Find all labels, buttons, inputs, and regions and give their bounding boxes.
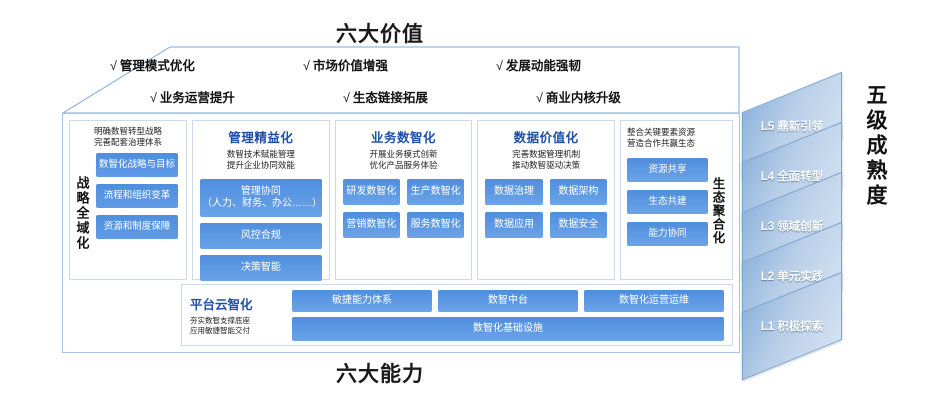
top-title: 六大价值 [336,23,424,46]
chip-strategy-goal[interactable]: 数智化战略与目标 [96,153,178,177]
panel-data: 数据价值化 完善数据管理机制 推动数智驱动决策 数据治理 数据架构 数据应用 数… [477,120,616,280]
panel-management: 管理精益化 数智技术赋能管理 提升企业协同效能 管理协同（人力、财务、办公……）… [192,120,330,281]
chip-digital-ops[interactable]: 数智化运营运维 [584,289,724,312]
ecosystem-vertical-label: 生态聚合化 [710,177,725,245]
ecosystem-heading-line1: 整合关键要素资源 [627,127,696,137]
value-item: √生态链接拓展 [343,87,536,106]
value-label: 业务运营提升 [159,91,235,105]
column-title: 业务数智化 [371,131,437,145]
column-title: 数据价值化 [513,131,579,145]
data-chip-grid: 数据治理 数据架构 数据应用 数据安全 [485,179,608,238]
platform-subtitle-line1: 夯实数智支撑底座 [190,316,250,325]
maturity-level-l1-label: L1 积极探索 [760,321,824,333]
panel-ecosystem: 整合关键要素资源 营造合作共赢生态 资源共享 生态共建 能力协同 生态聚合化 [620,120,734,280]
chip-data-security[interactable]: 数据安全 [549,212,608,238]
platform-subtitle: 夯实数智支撑底座 应用敏捷智能交付 [190,316,292,336]
chip-decision-intelligence[interactable]: 决策智能 [200,255,322,281]
ecosystem-chip-list: 资源共享 生态共建 能力协同 [627,158,709,246]
value-item: √商业内核升级 [536,87,621,106]
column-title: 管理精益化 [228,131,294,145]
platform-chip-row: 敏捷能力体系 数智中台 数智化运营运维 [292,289,724,312]
maturity-ladder: L5 鼎新引领 L4 全面转型 L3 领域创新 L2 单元实践 L1 积极探索 [742,71,860,381]
value-label: 生态链接拓展 [352,91,428,105]
column-subtitle-line2: 提升企业协同效能 [226,160,295,170]
strategy-heading: 明确数智转型战略 完善配套治理体系 [74,126,182,148]
ecosystem-content: 整合关键要素资源 营造合作共赢生态 资源共享 生态共建 能力协同 [627,127,709,273]
chip-capability-synergy[interactable]: 能力协同 [627,222,709,246]
value-label: 发展动能强韧 [505,59,581,73]
chip-marketing-digital[interactable]: 营销数智化 [342,212,400,238]
column-subtitle-line2: 优化产品服务体验 [369,160,438,170]
check-icon: √ [150,91,157,105]
value-item: √发展动能强韧 [496,55,581,74]
chip-data-governance[interactable]: 数据治理 [485,179,543,205]
chip-data-application[interactable]: 数据应用 [485,212,543,238]
values-row-2: √业务运营提升 √生态链接拓展 √商业内核升级 [0,87,926,106]
ecosystem-heading-line2: 营造合作共赢生态 [627,138,696,148]
ecosystem-heading: 整合关键要素资源 营造合作共赢生态 [627,127,708,149]
management-chip-list: 管理协同（人力、财务、办公……） 风控合规 决策智能 [200,179,322,281]
value-item: √管理模式优化 [110,55,303,74]
panel-platform: 平台云智化 夯实数智支撑底座 应用敏捷智能交付 敏捷能力体系 数智中台 数智化运… [181,284,733,346]
chip-service-digital[interactable]: 服务数智化 [407,212,465,238]
value-item: √市场价值增强 [303,55,496,74]
chip-risk-compliance[interactable]: 风控合规 [200,223,322,249]
column-subtitle-line1: 数智技术赋能管理 [226,149,295,159]
chip-resource-policy[interactable]: 资源和制度保障 [96,215,178,239]
column-subtitle: 完善数据管理机制 推动数智驱动决策 [485,149,607,171]
platform-heading: 平台云智化 夯实数智支撑底座 应用敏捷智能交付 [190,294,292,336]
chip-digital-infrastructure[interactable]: 数智化基础设施 [292,316,724,341]
strategy-heading-line1: 明确数智转型战略 [93,126,162,136]
chip-rd-digital[interactable]: 研发数智化 [342,179,400,205]
strategy-chip-list: 数智化战略与目标 流程和组织变革 资源和制度保障 [94,121,186,279]
value-label: 商业内核升级 [545,91,621,105]
chip-agile-capability[interactable]: 敏捷能力体系 [292,289,432,312]
business-chip-grid: 研发数智化 生产数智化 营销数智化 服务数智化 [342,179,465,238]
chip-management-collab[interactable]: 管理协同（人力、财务、办公……） [200,179,322,217]
value-label: 管理模式优化 [119,59,195,73]
check-icon: √ [536,91,543,105]
platform-subtitle-line2: 应用敏捷智能交付 [190,326,250,335]
value-item: √业务运营提升 [150,87,343,106]
chip-data-architecture[interactable]: 数据架构 [549,179,608,205]
framework-inner: 明确数智转型战略 完善配套治理体系 战略全域化 数智化战略与目标 流程和组织变革… [69,120,734,346]
check-icon: √ [343,91,350,105]
capability-framework-box: 明确数智转型战略 完善配套治理体系 战略全域化 数智化战略与目标 流程和组织变革… [62,113,740,353]
column-subtitle-line2: 推动数智驱动决策 [512,160,581,170]
strategy-vertical-label: 战略全域化 [74,175,90,251]
value-label: 市场价值增强 [312,59,388,73]
column-subtitle: 开展业务模式创新 优化产品服务体验 [343,149,465,171]
panel-strategy: 明确数智转型战略 完善配套治理体系 战略全域化 数智化战略与目标 流程和组织变革… [69,120,187,280]
platform-chip-area: 敏捷能力体系 数智中台 数智化运营运维 数智化基础设施 [292,289,724,341]
column-subtitle: 数智技术赋能管理 提升企业协同效能 [200,149,322,171]
platform-title: 平台云智化 [190,298,253,312]
panel-business: 业务数智化 开展业务模式创新 优化产品服务体验 研发数智化 生产数智化 营销数智… [334,120,473,280]
column-subtitle-line1: 完善数据管理机制 [512,149,581,159]
chip-resource-sharing[interactable]: 资源共享 [627,158,709,182]
chip-production-digital[interactable]: 生产数智化 [407,179,465,205]
maturity-section-label: 五级成熟度 [864,84,887,209]
check-icon: √ [496,59,503,73]
platform-spacer [69,284,181,346]
chip-digital-midplatform[interactable]: 数智中台 [438,289,578,312]
check-icon: √ [303,59,310,73]
values-row-1: √管理模式优化 √市场价值增强 √发展动能强韧 [0,55,926,74]
strategy-heading-line2: 完善配套治理体系 [93,137,162,147]
chip-process-org[interactable]: 流程和组织变革 [96,184,178,208]
column-subtitle-line1: 开展业务模式创新 [369,149,438,159]
check-icon: √ [110,59,117,73]
chip-eco-cobuild[interactable]: 生态共建 [627,190,709,214]
bottom-title: 六大能力 [336,363,424,386]
capability-columns: 明确数智转型战略 完善配套治理体系 战略全域化 数智化战略与目标 流程和组织变革… [69,120,734,281]
